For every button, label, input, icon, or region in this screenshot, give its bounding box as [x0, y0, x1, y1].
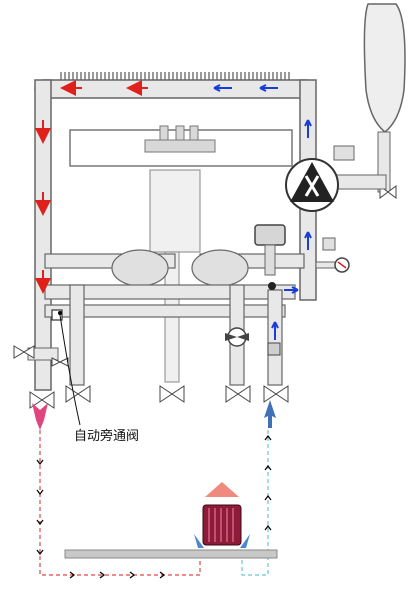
- pump: [286, 159, 386, 211]
- plate-exchanger-right: [192, 250, 248, 286]
- floor-slab: [65, 550, 277, 558]
- cold-flow-arrows: [214, 85, 311, 340]
- expansion-vessel: [364, 4, 405, 132]
- heat-arrow: [205, 482, 239, 497]
- return-up-arrow: [264, 400, 276, 428]
- pressure-gauge: [316, 258, 349, 272]
- burner-manifold: [145, 140, 215, 152]
- air-vent: [334, 146, 354, 160]
- radiator: [203, 505, 241, 545]
- gas-valve-body: [150, 170, 200, 252]
- bypass-valve-label: 自动旁通阀: [74, 425, 139, 444]
- sensor-box: [323, 238, 335, 250]
- plate-exchanger-left: [112, 250, 168, 286]
- bottom-valves: [30, 386, 288, 408]
- supply-down-arrow: [32, 403, 48, 430]
